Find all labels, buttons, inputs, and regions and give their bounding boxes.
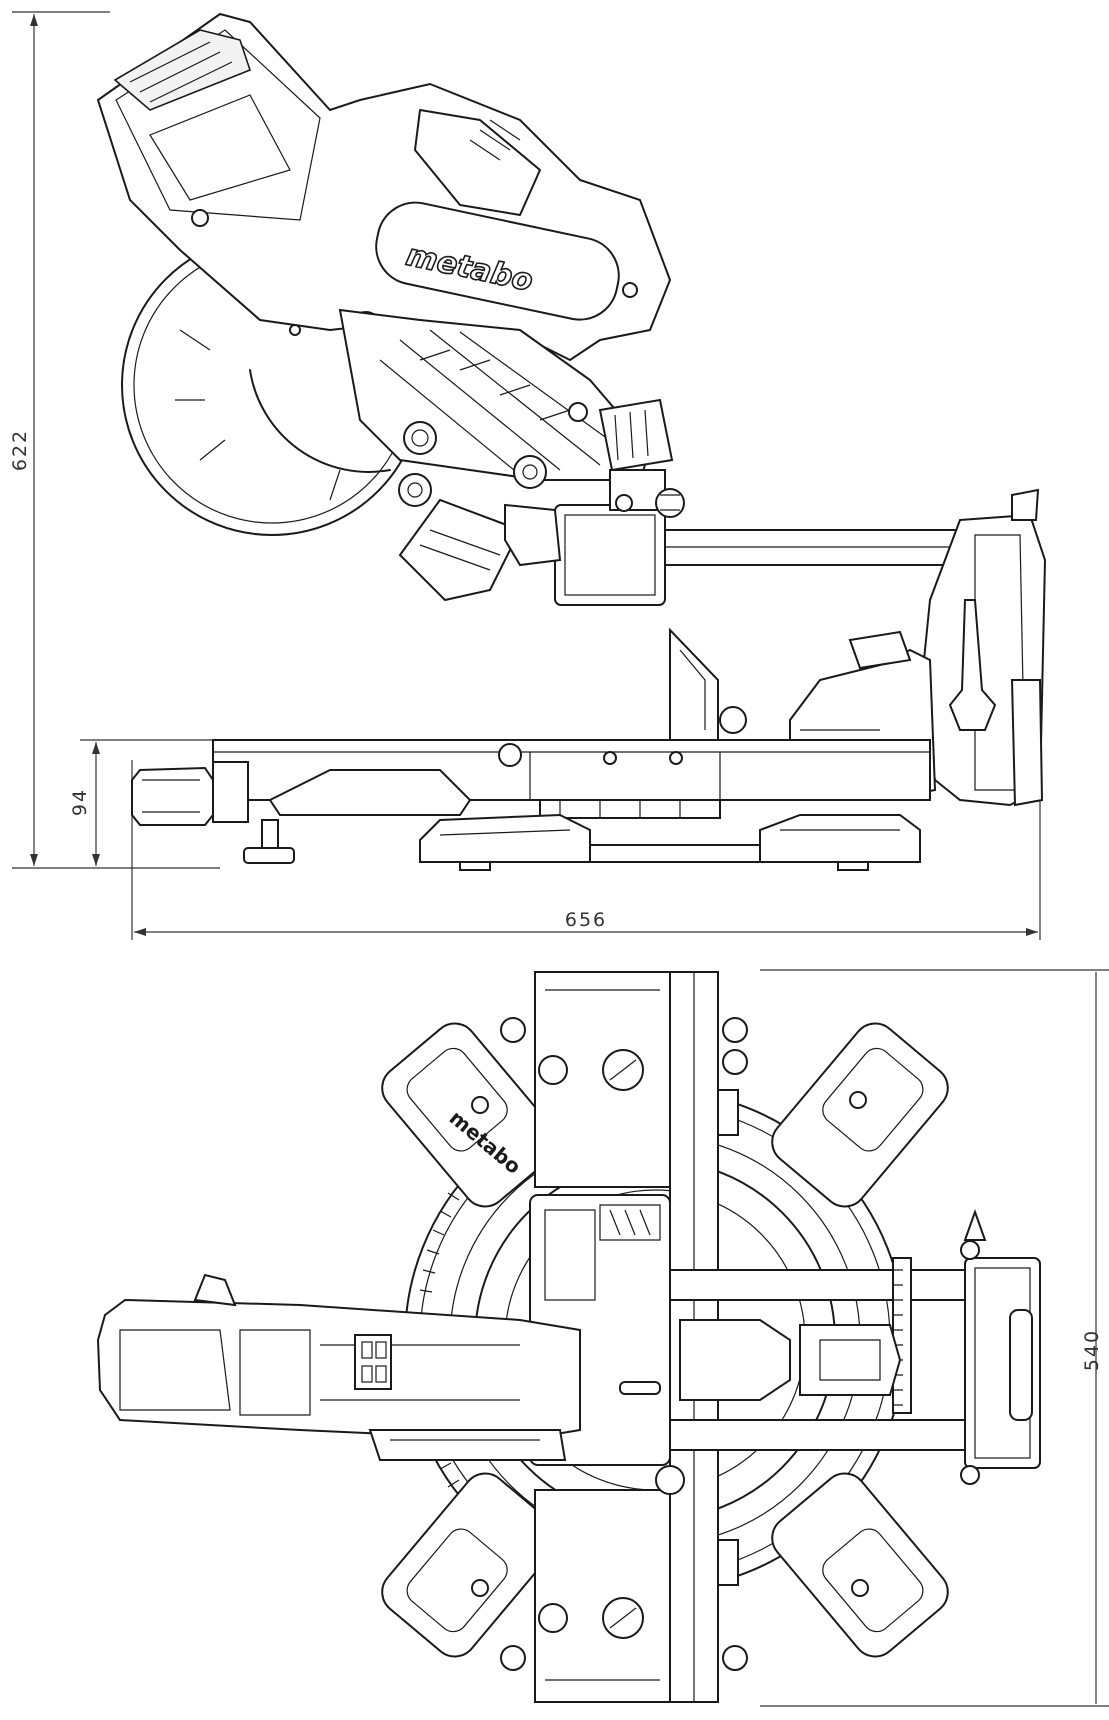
dimension-622-label: 622: [9, 429, 31, 471]
dimension-540-label: 540: [1081, 1329, 1103, 1371]
side-view-base: [131, 488, 1047, 871]
top-view: metabo: [96, 971, 1041, 1703]
side-view-saw-head: metabo: [96, 12, 966, 606]
dimension-lines: [12, 11, 1109, 1707]
dimension-94-label: 94: [69, 788, 91, 816]
dimension-656-label: 656: [565, 909, 607, 931]
